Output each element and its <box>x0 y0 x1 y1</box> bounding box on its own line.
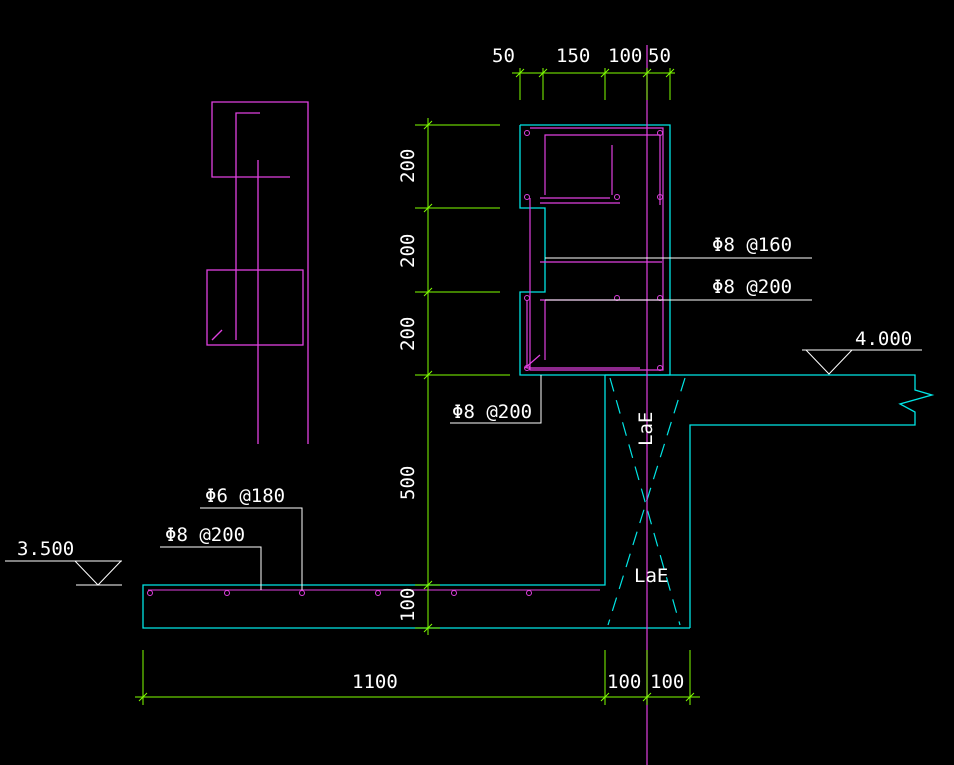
bottom-dim-3: 100 <box>650 671 684 693</box>
elevation-low: 3.500 <box>17 538 74 560</box>
rebar-callout-3: Φ8 @200 <box>452 401 532 423</box>
left-dim-4: 500 <box>397 466 419 500</box>
top-dim-3: 100 <box>608 45 642 67</box>
top-dim-1: 50 <box>492 45 515 67</box>
rebar-callout-1: Φ8 @160 <box>712 234 792 256</box>
leader-lines <box>5 257 922 590</box>
left-dim-1: 200 <box>397 149 419 183</box>
left-dim-2: 200 <box>397 234 419 268</box>
rebar-detail-sketch <box>206 101 309 444</box>
bottom-dimension-labels: 1100 100 100 <box>352 671 684 693</box>
anchorage-labels: LaE LaE <box>634 412 668 587</box>
upper-block-rebar <box>524 127 664 371</box>
base-bar-dots <box>147 590 532 596</box>
upper-block-bar-dots <box>524 130 663 371</box>
rebar-callout-2: Φ8 @200 <box>712 276 792 298</box>
bottom-dim-2: 100 <box>607 671 641 693</box>
anchorage-label-horizontal: LaE <box>634 565 668 587</box>
top-dim-2: 150 <box>556 45 590 67</box>
dimension-lines <box>135 68 700 705</box>
top-dimension-labels: 50 150 100 50 <box>492 45 671 67</box>
bottom-dim-1: 1100 <box>352 671 398 693</box>
anchorage-label-vertical: LaE <box>635 412 657 446</box>
anchorage-bars <box>607 377 686 626</box>
left-dimension-labels: 200 200 200 500 100 <box>397 149 419 622</box>
left-dim-3: 200 <box>397 317 419 351</box>
left-dim-5: 100 <box>397 588 419 622</box>
elevation-labels: 4.000 3.500 <box>17 328 912 560</box>
top-dim-4: 50 <box>648 45 671 67</box>
rebar-callout-5: Φ8 @200 <box>165 524 245 546</box>
rebar-callouts: Φ8 @160 Φ8 @200 Φ8 @200 Φ6 @180 Φ8 @200 <box>165 234 792 546</box>
rebar-callout-4: Φ6 @180 <box>205 485 285 507</box>
section-outline <box>142 124 935 629</box>
elevation-high: 4.000 <box>855 328 912 350</box>
